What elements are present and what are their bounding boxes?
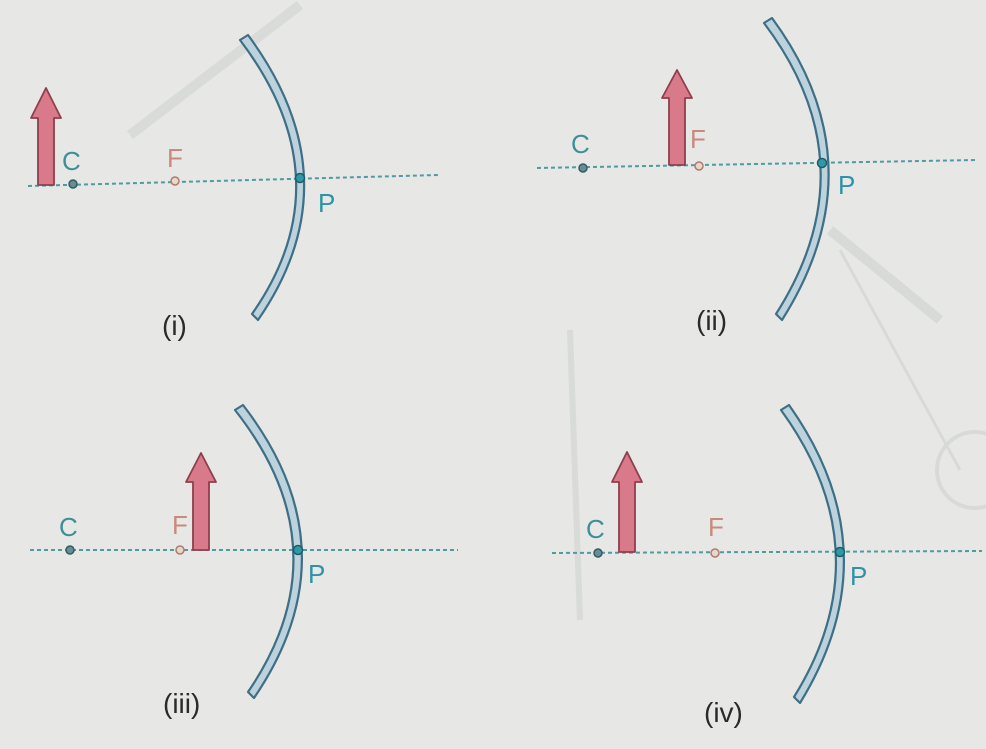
point-f-marker (694, 161, 704, 171)
point-p-marker (292, 544, 304, 556)
label-p: P (850, 561, 867, 591)
object-arrow (661, 69, 693, 166)
caption-ii: (ii) (696, 305, 727, 336)
label-p: P (838, 170, 855, 200)
label-c: C (59, 512, 78, 542)
label-p: P (308, 559, 325, 589)
diagram-i: C F P (i) (27, 33, 439, 341)
point-c-marker (68, 179, 78, 189)
concave-mirror (762, 16, 830, 322)
point-f-marker (710, 548, 720, 558)
caption-i: (i) (162, 310, 187, 341)
caption-iii: (iii) (163, 688, 200, 719)
label-f: F (167, 143, 183, 173)
principal-axis (551, 550, 983, 554)
point-p-marker (816, 157, 828, 169)
point-p-marker (834, 546, 846, 558)
concave-mirror (238, 33, 306, 322)
concave-mirror (779, 403, 846, 705)
point-c-marker (65, 545, 75, 555)
principal-axis (536, 159, 976, 169)
point-c-marker (593, 548, 603, 558)
point-p-marker (294, 172, 306, 184)
object-arrow (185, 452, 217, 551)
object-arrow (30, 87, 62, 186)
label-f: F (708, 512, 724, 542)
diagram-iv: C F P (iv) (551, 403, 983, 728)
diagram-ii: C F P (ii) (536, 16, 976, 336)
label-c: C (62, 146, 81, 176)
label-f: F (690, 124, 706, 154)
caption-iv: (iv) (704, 697, 743, 728)
label-f: F (172, 510, 188, 540)
label-c: C (586, 514, 605, 544)
point-f-marker (170, 176, 180, 186)
label-c: C (571, 129, 590, 159)
diagram-iii: C F P (iii) (30, 403, 458, 719)
principal-axis (27, 174, 439, 187)
label-p: P (318, 188, 335, 218)
object-arrow (611, 451, 643, 553)
point-c-marker (578, 163, 588, 173)
point-f-marker (175, 545, 185, 555)
concave-mirror (233, 403, 303, 700)
background-texture (126, 1, 986, 621)
